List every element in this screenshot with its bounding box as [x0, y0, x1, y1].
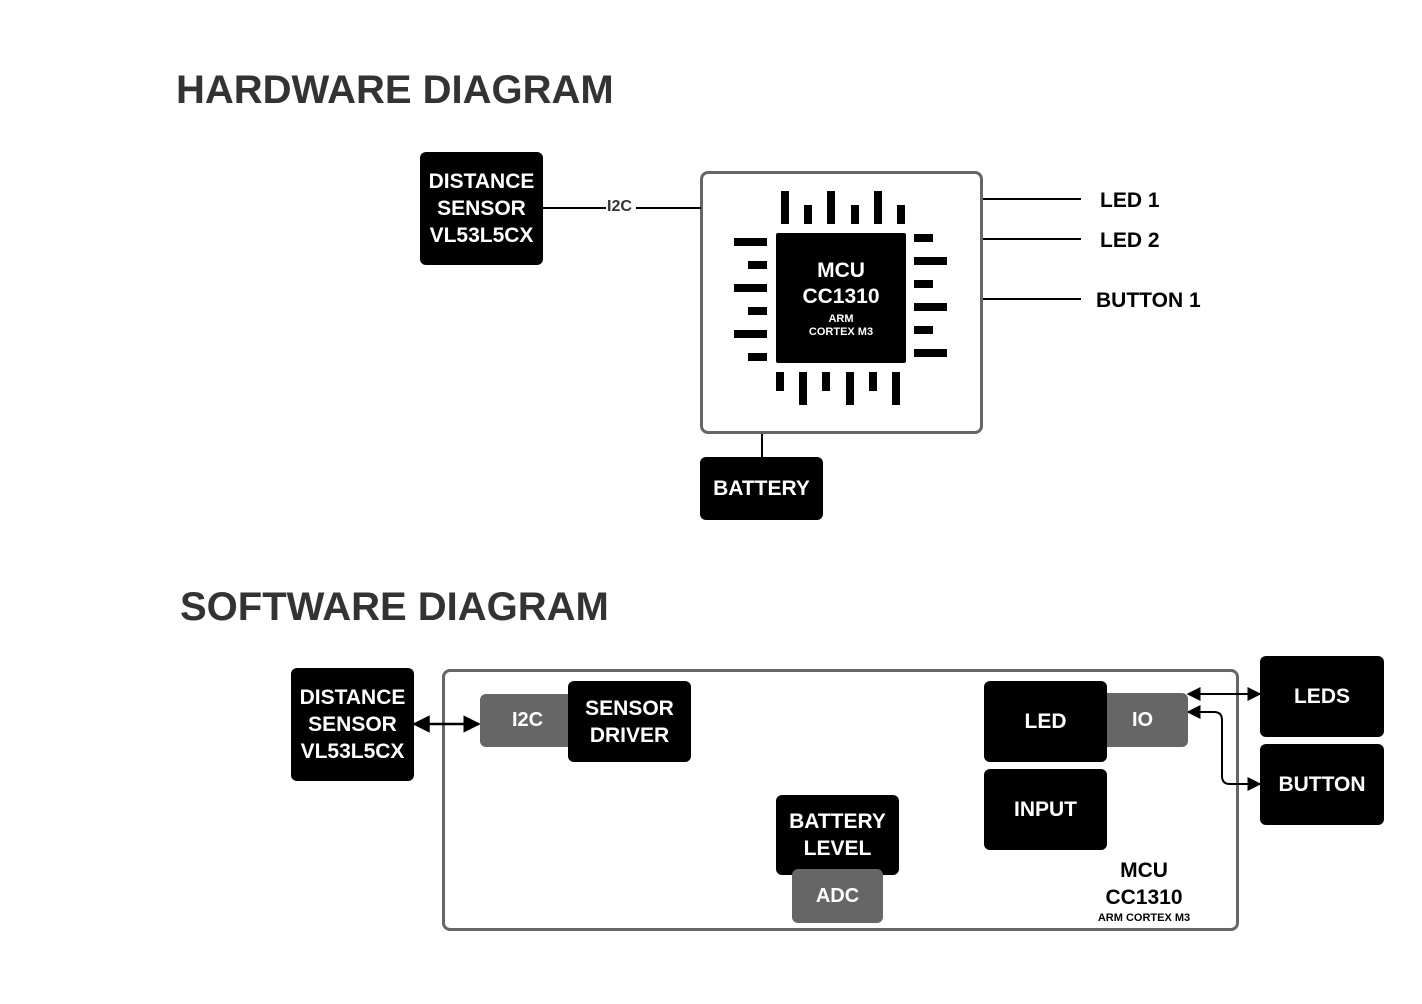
- hw-mcu-chip: MCU CC1310 ARM CORTEX M3: [776, 233, 906, 363]
- sw-sensor-driver-block: SENSOR DRIVER: [568, 681, 691, 762]
- sw-distance-sensor-block: DISTANCE SENSOR VL53L5CX: [291, 668, 414, 781]
- hw-led1-label: LED 1: [1100, 189, 1160, 212]
- hw-mcu-model: CC1310: [802, 284, 880, 308]
- sw-battery-level-block: BATTERY LEVEL: [776, 795, 899, 875]
- sw-io-block: IO: [1097, 693, 1188, 747]
- sw-mcu-model: CC1310: [1105, 886, 1183, 909]
- sw-mcu-label: MCU CC1310 ARM CORTEX M3: [1080, 857, 1208, 925]
- hw-i2c-label: I2C: [607, 198, 632, 215]
- software-diagram-title: SOFTWARE DIAGRAM: [180, 585, 609, 629]
- sw-mcu-core: ARM CORTEX M3: [1097, 912, 1191, 924]
- hardware-diagram-title: HARDWARE DIAGRAM: [176, 68, 614, 112]
- chip-pins-icon: [734, 191, 947, 405]
- sw-mcu-name: MCU: [1120, 859, 1168, 882]
- sw-led-block: LED: [984, 681, 1107, 762]
- sw-leds-block: LEDS: [1260, 656, 1384, 737]
- hw-battery-block: BATTERY: [700, 457, 823, 520]
- sw-input-block: INPUT: [984, 769, 1107, 850]
- hw-button1-label: BUTTON 1: [1096, 289, 1201, 312]
- hw-mcu-name: MCU: [817, 258, 865, 282]
- sw-adc-block: ADC: [792, 869, 883, 923]
- hw-mcu-core: ARM CORTEX M3: [808, 312, 874, 338]
- sw-i2c-block: I2C: [480, 694, 575, 747]
- hw-led2-label: LED 2: [1100, 229, 1160, 252]
- sw-button-block: BUTTON: [1260, 744, 1384, 825]
- hw-distance-sensor-block: DISTANCE SENSOR VL53L5CX: [420, 152, 543, 265]
